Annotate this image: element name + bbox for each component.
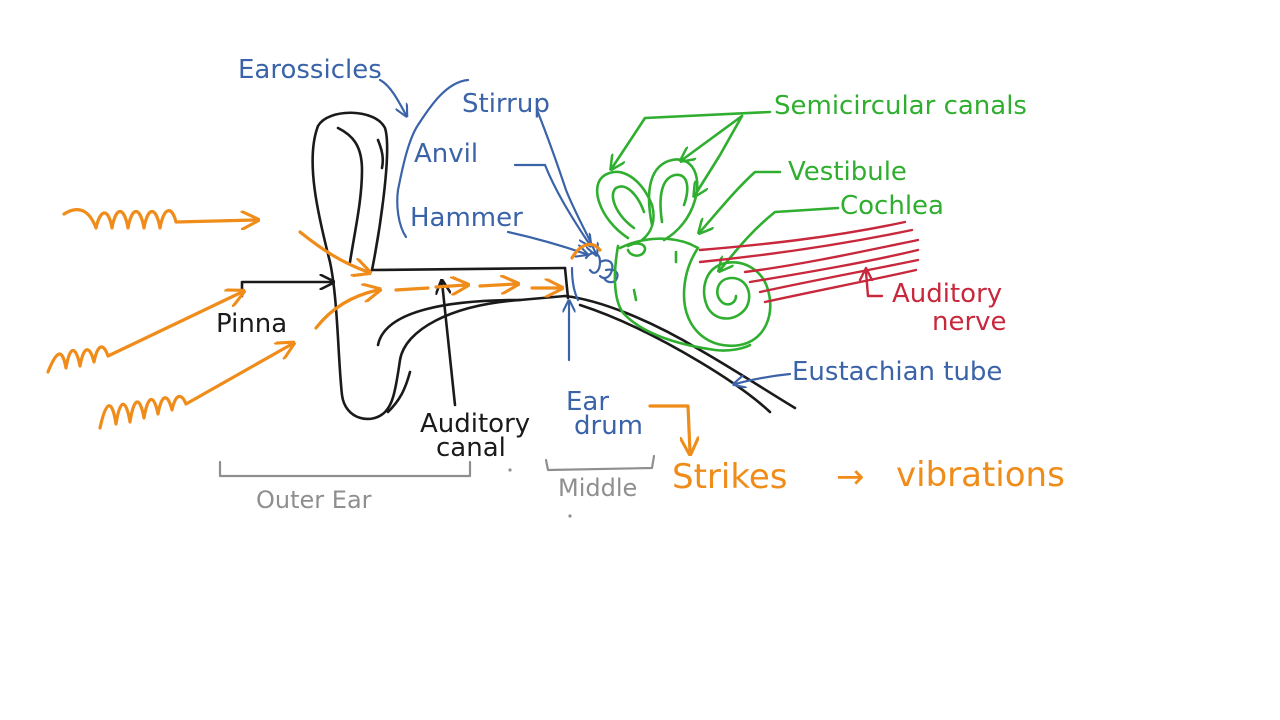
incoming-sound-waves: [46, 208, 690, 452]
outer-ear-outline: [311, 111, 797, 421]
auditory-nerve-pointer: [864, 270, 884, 298]
middle-ear-label: Middle: [558, 474, 637, 502]
ink-dot: [568, 514, 572, 518]
auditory-canal-label-line2: canal: [436, 433, 506, 463]
ink-dot: [508, 468, 512, 472]
auditory-canal-pointer: [442, 282, 457, 407]
vestibule-label: Vestibule: [788, 157, 907, 187]
auditory-nerve-label-line1: Auditory: [892, 279, 1002, 309]
pinna-label: Pinna: [216, 309, 287, 339]
ear-drum-label-line2: drum: [574, 411, 643, 441]
outer-ear-label: Outer Ear: [256, 486, 372, 514]
inner-ear-leader-lines: [612, 110, 840, 270]
ear-ossicles-label: Earossicles: [238, 55, 382, 85]
inner-ear-drawing: [595, 158, 772, 352]
anvil-label: Anvil: [414, 139, 478, 169]
auditory-nerve-label-line2: nerve: [932, 307, 1007, 337]
strikes-label: Strikes: [672, 457, 787, 497]
hammer-label: Hammer: [410, 203, 523, 233]
auditory-canal-label-line1: Auditory: [420, 409, 530, 439]
outer-ear-bracket: [218, 460, 472, 478]
ear-drum-label-line1: Ear: [566, 387, 609, 417]
ossicles-drawing: [570, 252, 619, 302]
stirrup-label: Stirrup: [462, 89, 550, 119]
middle-ear-bracket: [544, 454, 656, 472]
semicircular-canals-label: Semicircular canals: [774, 91, 1027, 121]
eustachian-tube-label: Eustachian tube: [792, 357, 1002, 387]
auditory-nerve-fibers: [698, 220, 920, 304]
vibrations-label: vibrations: [896, 455, 1065, 495]
result-arrow: →: [836, 457, 865, 497]
pinna-pointer: [240, 282, 332, 298]
cochlea-label: Cochlea: [840, 191, 944, 221]
